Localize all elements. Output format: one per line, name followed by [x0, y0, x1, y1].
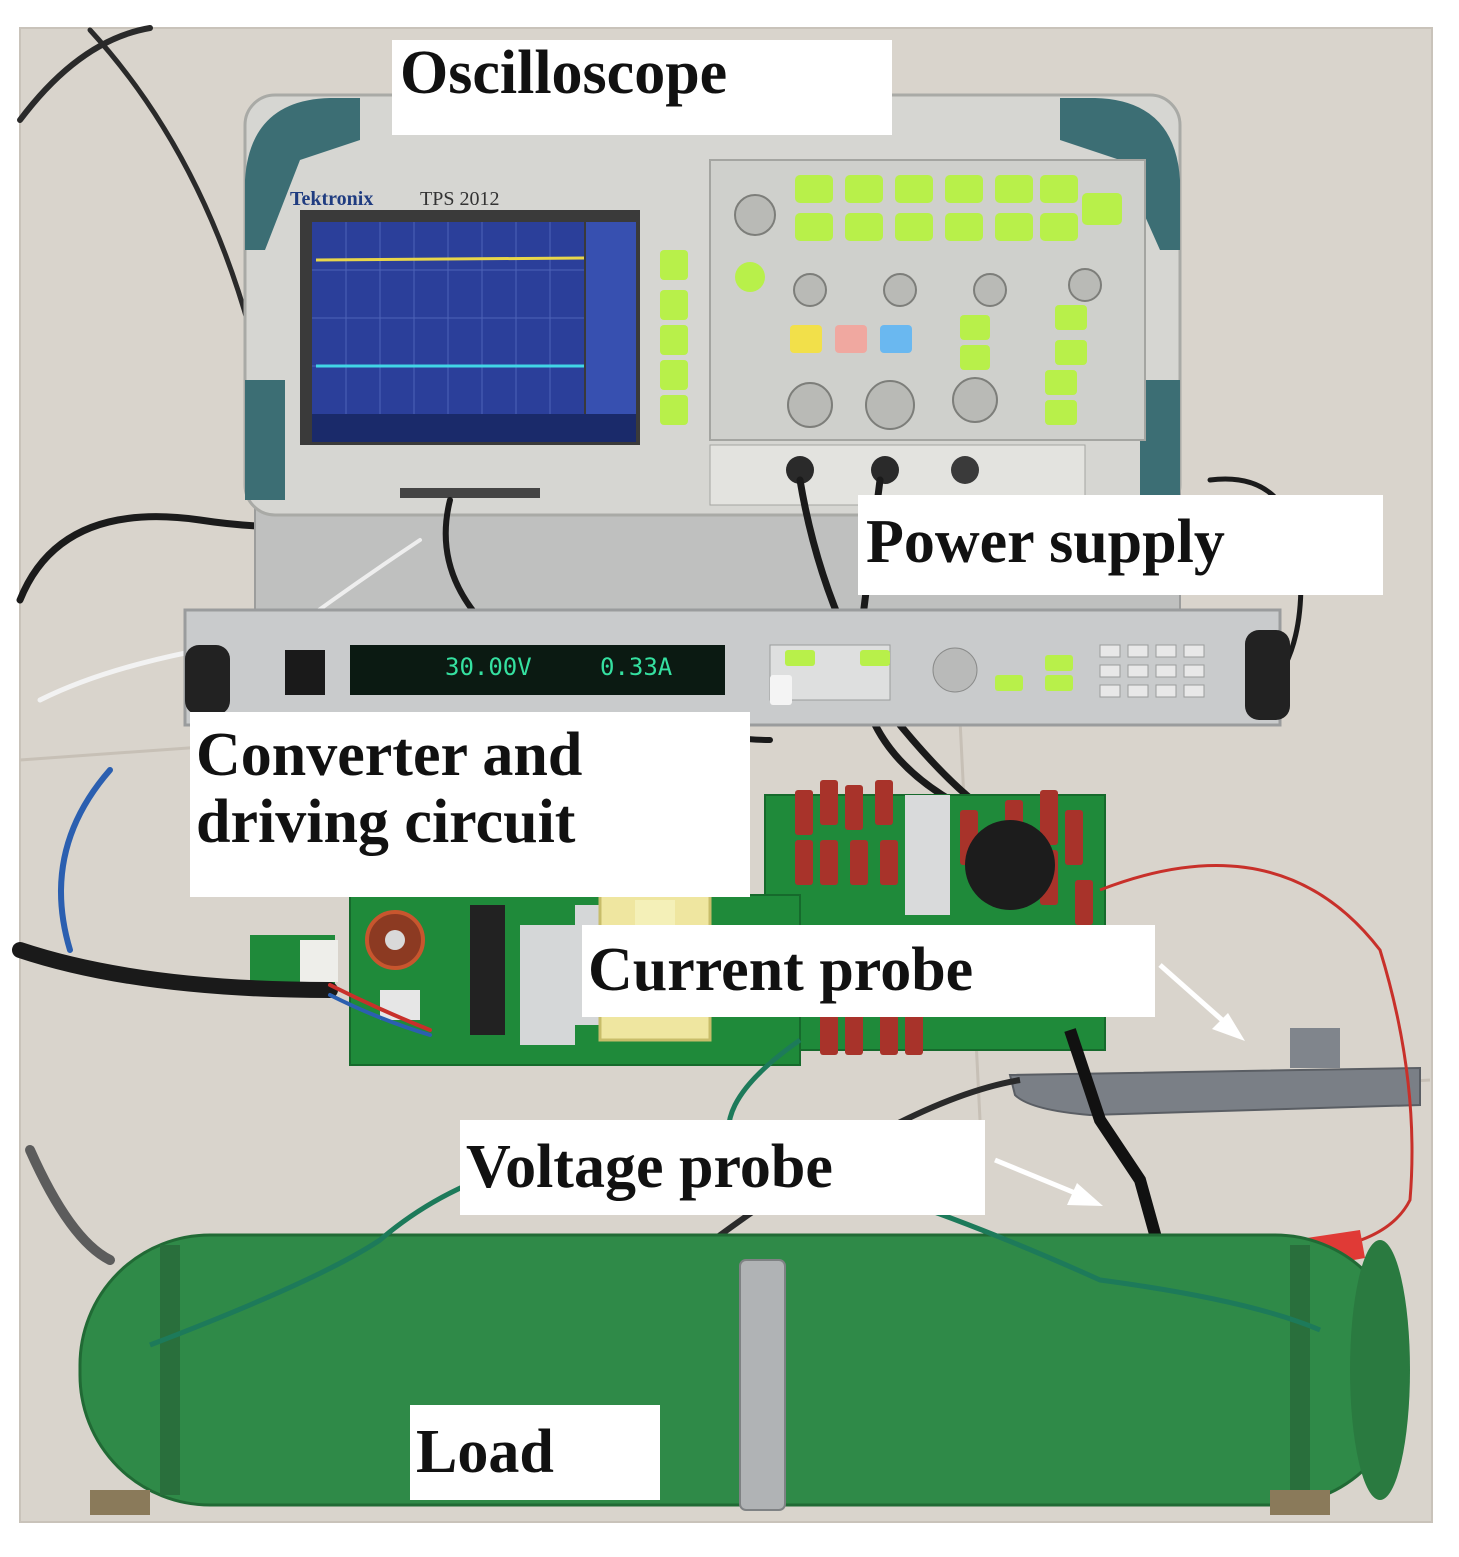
- label-current-probe: Current probe: [582, 925, 1155, 1017]
- load-resistor: [78, 1233, 1410, 1515]
- scope-brand-text: Tektronix: [290, 188, 373, 210]
- scope-softkeys: [660, 250, 688, 425]
- scope-trace-yellow: [315, 256, 585, 262]
- load-clamp: [739, 1259, 786, 1511]
- psu-current-readout: 0.33A: [600, 653, 673, 681]
- psu-voltage-readout: 30.00V: [445, 653, 532, 681]
- scope-model-text: TPS 2012: [420, 188, 499, 210]
- film-capacitors: [795, 780, 1093, 1055]
- scope-knobs: [734, 194, 1102, 430]
- label-converter-and-driving-circuit: Converter and driving circuit: [190, 712, 750, 897]
- scope-menu-buttons: [735, 175, 1122, 425]
- power-supply-device: 30.00V 0.33A: [183, 608, 1290, 727]
- label-converter-line2: driving circuit: [196, 787, 576, 856]
- input-cables: [12, 767, 432, 1265]
- red-wire: [1099, 864, 1414, 1252]
- oscilloscope-device: Tektronix TPS 2012: [243, 93, 1182, 517]
- arrow-voltage-probe: [994, 1157, 1103, 1206]
- label-power-supply: Power supply: [858, 495, 1383, 595]
- label-load: Load: [410, 1405, 660, 1500]
- label-converter-line1: Converter and: [196, 721, 583, 789]
- label-voltage-probe: Voltage probe: [460, 1120, 985, 1215]
- arrow-current-probe: [1158, 963, 1245, 1041]
- psu-display: [350, 645, 725, 695]
- label-oscilloscope: Oscilloscope: [392, 40, 892, 135]
